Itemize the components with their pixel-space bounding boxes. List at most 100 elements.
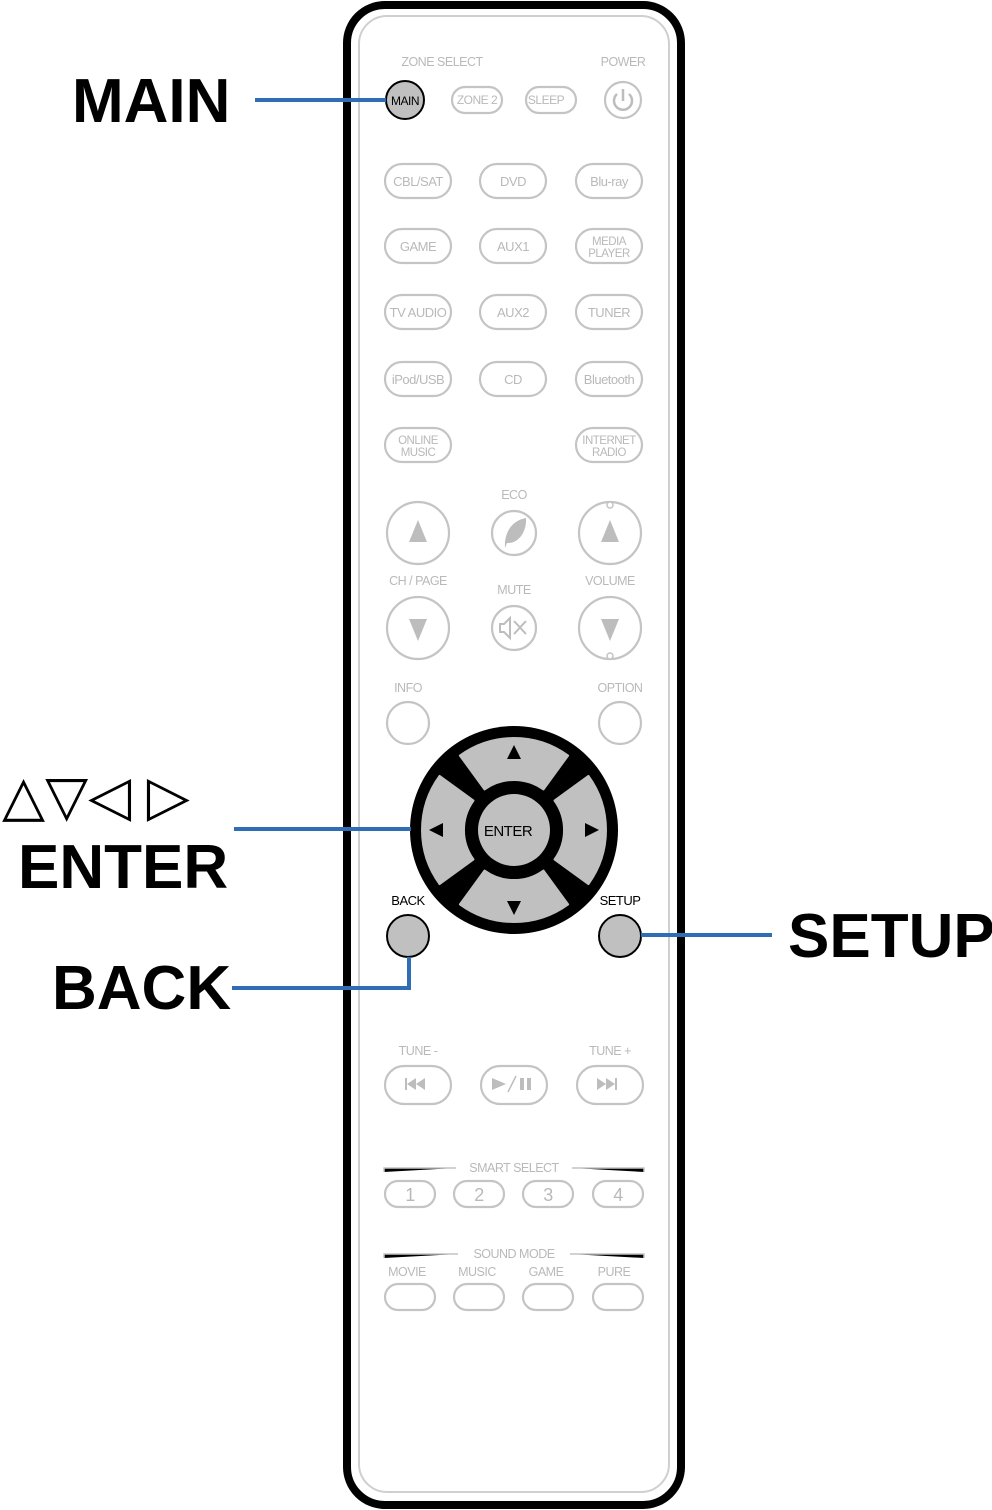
- smart-select-button[interactable]: 3: [521, 1179, 575, 1209]
- cursor-left-button[interactable]: [421, 774, 475, 886]
- next-button[interactable]: [575, 1064, 645, 1106]
- arrow-right-icon: [585, 823, 599, 837]
- source-button[interactable]: CBL/SAT: [383, 162, 453, 200]
- cursor-up-button-shape[interactable]: [458, 737, 570, 791]
- sound-mode-button[interactable]: [521, 1282, 575, 1312]
- power-icon: [612, 89, 634, 111]
- info-button[interactable]: [385, 700, 431, 746]
- enter-button-shape[interactable]: [478, 794, 550, 866]
- source-button[interactable]: Bluetooth: [574, 360, 644, 398]
- source-button-shape[interactable]: [383, 426, 453, 464]
- source-button[interactable]: DVD: [478, 162, 548, 200]
- cursor-up-button[interactable]: [458, 737, 570, 791]
- source-button-shape[interactable]: [574, 360, 644, 398]
- zone2-button-label: ZONE 2: [457, 93, 498, 107]
- tune-plus-label: TUNE +: [589, 1044, 631, 1058]
- zone2-button[interactable]: ZONE 2: [450, 85, 504, 115]
- sound-mode-button[interactable]: [591, 1282, 645, 1312]
- source-button-shape[interactable]: [478, 360, 548, 398]
- source-button-label: CD: [504, 372, 522, 387]
- smart-select-button-shape[interactable]: [591, 1179, 645, 1209]
- eco-button[interactable]: [490, 509, 538, 557]
- sound-mode-label: MOVIE: [388, 1265, 426, 1279]
- option-button[interactable]: [597, 700, 643, 746]
- source-button-shape[interactable]: [574, 162, 644, 200]
- tactile-dot-icon: [606, 652, 614, 660]
- option-label: OPTION: [598, 681, 643, 695]
- ch-page-label: CH / PAGE: [389, 574, 447, 588]
- source-button-label: Bluetooth: [584, 372, 635, 387]
- source-button-shape[interactable]: [574, 227, 644, 265]
- ch-down-button[interactable]: [385, 595, 451, 661]
- source-button-shape[interactable]: [383, 293, 453, 331]
- source-button-shape[interactable]: [383, 360, 453, 398]
- source-button-label: CBL/SAT: [393, 174, 443, 189]
- source-button-shape[interactable]: [574, 426, 644, 464]
- main-button-label: MAIN: [391, 94, 419, 108]
- source-button[interactable]: AUX1: [478, 227, 548, 265]
- source-button[interactable]: Blu-ray: [574, 162, 644, 200]
- mute-button-shape[interactable]: [490, 604, 538, 652]
- down-triangle-icon: [601, 619, 619, 641]
- smart-select-button[interactable]: 4: [591, 1179, 645, 1209]
- smart-select-button-label: 4: [613, 1185, 623, 1205]
- ch-up-button[interactable]: [385, 500, 451, 566]
- sound-mode-button[interactable]: [452, 1282, 506, 1312]
- source-button[interactable]: TUNER: [574, 293, 644, 331]
- cursor-right-button-shape[interactable]: [553, 774, 607, 886]
- source-button-shape[interactable]: [478, 227, 548, 265]
- power-button[interactable]: [603, 80, 643, 120]
- cursor-right-button[interactable]: [553, 774, 607, 886]
- main-button[interactable]: MAIN: [385, 80, 425, 120]
- cursor-down-button-shape[interactable]: [458, 869, 570, 923]
- sound-mode-label: SOUND MODE: [473, 1247, 554, 1261]
- previous-button[interactable]: [383, 1064, 453, 1106]
- cursor-left-button-shape[interactable]: [421, 774, 475, 886]
- sleep-button[interactable]: SLEEP: [524, 85, 578, 115]
- play-pause-button[interactable]: [479, 1064, 549, 1106]
- cursor-down-button[interactable]: [458, 869, 570, 923]
- callout-main: MAIN: [72, 67, 230, 136]
- source-button-label: DVD: [500, 174, 526, 189]
- source-button-shape[interactable]: [478, 162, 548, 200]
- source-button-label: AUX1: [497, 239, 529, 254]
- zone2-button-shape[interactable]: [450, 85, 504, 115]
- smart-select-button[interactable]: 2: [452, 1179, 506, 1209]
- smart-select-button[interactable]: 1: [383, 1179, 437, 1209]
- source-button-label: Blu-ray: [590, 174, 629, 189]
- sound-mode-button[interactable]: [383, 1282, 437, 1312]
- source-button[interactable]: TV AUDIO: [383, 293, 453, 331]
- sound-mode-label: GAME: [529, 1265, 564, 1279]
- back-button[interactable]: [386, 914, 430, 958]
- source-button-shape[interactable]: [383, 227, 453, 265]
- source-button[interactable]: GAME: [383, 227, 453, 265]
- mute-label: MUTE: [497, 583, 531, 597]
- leaf-icon: [504, 518, 527, 548]
- info-label: INFO: [394, 681, 423, 695]
- setup-label: SETUP: [600, 893, 641, 908]
- source-button-shape[interactable]: [478, 293, 548, 331]
- play-pause-button-shape[interactable]: [479, 1064, 549, 1106]
- smart-select-button-label: 3: [543, 1185, 553, 1205]
- source-button[interactable]: iPod/USB: [383, 360, 453, 398]
- mute-button[interactable]: [490, 604, 538, 652]
- source-button[interactable]: AUX2: [478, 293, 548, 331]
- smart-select-button-shape[interactable]: [383, 1179, 437, 1209]
- smart-select-button-label: 1: [405, 1185, 415, 1205]
- sleep-button-shape[interactable]: [524, 85, 578, 115]
- power-label: POWER: [601, 55, 646, 69]
- source-button[interactable]: CD: [478, 360, 548, 398]
- volume-down-button[interactable]: [577, 595, 643, 661]
- smart-select-button-shape[interactable]: [521, 1179, 575, 1209]
- smart-select-button-shape[interactable]: [452, 1179, 506, 1209]
- source-button-shape[interactable]: [383, 162, 453, 200]
- source-button-shape[interactable]: [574, 293, 644, 331]
- source-button-label: GAME: [400, 239, 437, 254]
- volume-up-button[interactable]: [577, 500, 643, 566]
- enter-button[interactable]: ENTER: [478, 794, 550, 866]
- setup-button[interactable]: [598, 914, 642, 958]
